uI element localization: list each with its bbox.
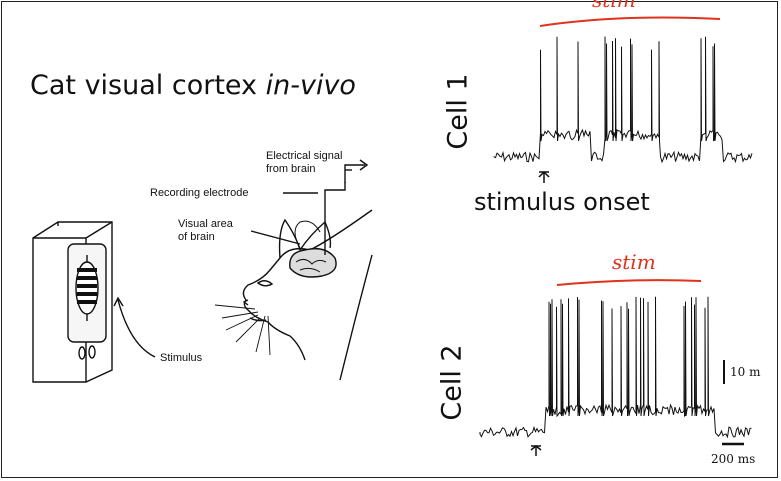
- stim-annotation-2: stim: [612, 250, 656, 274]
- label-stimulus: Stimulus: [160, 352, 203, 364]
- stimulus-onset-label: stimulus onset: [474, 188, 650, 216]
- cell2-trace: [479, 296, 752, 439]
- label-electrical-signal: Electrical signal from brain: [266, 150, 342, 176]
- onset-marker-2: [530, 445, 542, 456]
- cell1-label: Cell 1: [442, 73, 474, 150]
- slide-title: Cat visual cortex in-vivo: [30, 70, 356, 101]
- stim-annotation-1: stim: [592, 0, 636, 12]
- onset-marker-1: [538, 170, 550, 183]
- label-electrical-signal-text: Electrical signal from brain: [266, 150, 343, 175]
- title-main: Cat visual cortex: [30, 70, 266, 101]
- cell1-trace: [493, 36, 753, 164]
- stim-underline-1: [539, 16, 721, 27]
- stim-underline-2: [556, 279, 702, 286]
- cell2-label: Cell 2: [436, 344, 468, 421]
- label-visual-area: Visual area of brain: [178, 218, 233, 243]
- label-recording-electrode: Recording electrode: [150, 187, 249, 199]
- grating-stimulus: [75, 255, 99, 321]
- title-italic: in-vivo: [265, 70, 356, 101]
- voltage-scale-label: 10 m: [730, 365, 761, 379]
- time-scale-label: 200 ms: [711, 452, 756, 466]
